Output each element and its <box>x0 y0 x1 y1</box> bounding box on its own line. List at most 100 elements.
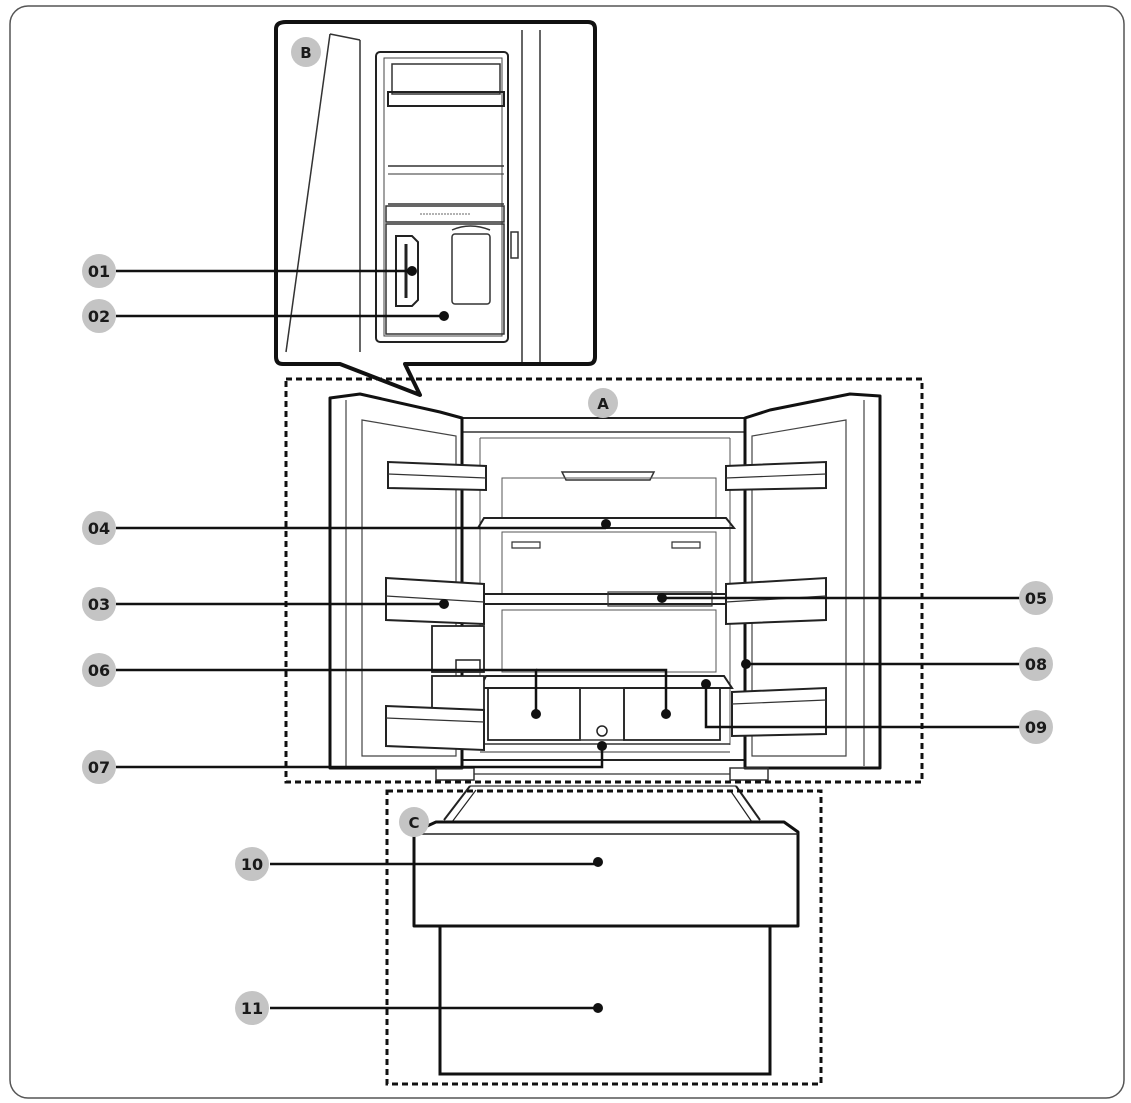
callout-01: 01 <box>82 254 116 288</box>
left-door-bin-middle <box>385 576 485 626</box>
callout-label: 11 <box>241 999 263 1018</box>
leader-dot <box>601 519 611 529</box>
callout-label: 04 <box>88 519 110 538</box>
callout-badge <box>1019 581 1053 615</box>
callout-badge <box>235 847 269 881</box>
leader-dot <box>741 659 751 669</box>
crisper-drawer-right <box>623 687 721 741</box>
leader-dot <box>407 266 417 276</box>
zone-label-c: C <box>408 814 419 832</box>
callout-07: 07 <box>82 750 116 784</box>
leader-dot <box>439 311 449 321</box>
callout-label: 06 <box>88 661 110 680</box>
zone-badge-circle <box>399 807 429 837</box>
inset-door-edge <box>285 33 331 353</box>
shelf-clip <box>511 541 541 549</box>
leader-dot <box>701 679 711 689</box>
right-door-bin-rim <box>731 699 827 705</box>
zone-badge-c: C <box>399 807 429 837</box>
inset-door-edge <box>329 33 361 41</box>
left-door-bottle-holder <box>431 625 485 673</box>
callout-badge <box>1019 710 1053 744</box>
leader-lines <box>116 269 1020 1010</box>
leader-line-09 <box>704 684 1020 729</box>
callout-label: 01 <box>88 262 110 281</box>
right-door-bin-middle <box>725 576 827 626</box>
zone-badge-circle <box>291 37 321 67</box>
callout-06: 06 <box>82 653 116 687</box>
back-panel-lower <box>501 609 717 673</box>
inset-bubble <box>274 20 597 397</box>
diagram-frame <box>9 5 1125 1099</box>
callout-08: 08 <box>1019 647 1053 681</box>
callout-09: 09 <box>1019 710 1053 744</box>
inset-door-panel <box>375 51 509 343</box>
callout-badge <box>82 750 116 784</box>
lower-freezer-drawer <box>438 924 772 1076</box>
callout-badge <box>82 653 116 687</box>
zone-c-box <box>385 789 823 1086</box>
callout-badge <box>1019 647 1053 681</box>
shelf-upper <box>476 517 737 529</box>
left-door-bin-rim <box>387 473 487 479</box>
callout-label: 02 <box>88 307 110 326</box>
right-door-bin-bottom <box>731 686 827 738</box>
callout-10: 10 <box>235 847 269 881</box>
callout-label: 05 <box>1025 589 1047 608</box>
inset-shelf-bar <box>385 205 505 223</box>
left-door-bin-rim <box>385 595 485 603</box>
fridge-base-left <box>435 767 475 781</box>
inset-dispenser-area <box>385 223 505 335</box>
callout-badge <box>235 991 269 1025</box>
upper-freezer-drawer <box>412 820 800 928</box>
left-door-bin-rim <box>385 717 485 723</box>
zone-label-a: A <box>597 395 609 413</box>
callout-05: 05 <box>1019 581 1053 615</box>
callout-badge <box>82 299 116 333</box>
inset-side-latch <box>510 231 519 259</box>
leader-dot <box>657 593 667 603</box>
callout-badge <box>82 511 116 545</box>
back-panel-middle <box>501 531 717 595</box>
callout-badge <box>82 254 116 288</box>
cabinet-outline <box>461 417 746 761</box>
inset-top-bin-lip <box>387 91 505 107</box>
refrigerator-body <box>328 392 882 781</box>
callout-04: 04 <box>82 511 116 545</box>
callout-label: 08 <box>1025 655 1047 674</box>
crisper-divider <box>579 687 625 741</box>
leader-dot <box>531 709 541 719</box>
zone-label-b: B <box>300 44 311 62</box>
callout-label: 07 <box>88 758 110 777</box>
right-door-bin-rim <box>725 473 827 479</box>
freezer-section <box>412 785 800 1076</box>
drawer-rail-right <box>729 789 753 823</box>
inset-water-tank <box>451 233 491 305</box>
drawer-rail-left <box>443 785 471 821</box>
ceiling-light <box>560 471 656 481</box>
zone-badge-b: B <box>291 37 321 67</box>
temperature-knob <box>596 725 608 737</box>
shelf-clip <box>671 541 701 549</box>
callout-02: 02 <box>82 299 116 333</box>
right-door <box>743 392 882 770</box>
callout-label: 09 <box>1025 718 1047 737</box>
leader-dots <box>407 266 751 1013</box>
detail-b-inset <box>274 20 597 397</box>
back-panel-upper <box>501 477 717 519</box>
callout-label: 10 <box>241 855 263 874</box>
callout-03: 03 <box>82 587 116 621</box>
fridge-base-right <box>729 767 769 781</box>
left-door-liner <box>361 419 457 757</box>
inset-top-bin <box>391 63 501 95</box>
left-door-bin-bottom <box>385 704 485 752</box>
right-door-liner <box>751 419 847 757</box>
drawer-rail-left <box>451 789 477 823</box>
callout-badge <box>82 587 116 621</box>
inset-dispenser-handle <box>395 235 419 307</box>
leader-dot <box>593 1003 603 1013</box>
callout-label: 03 <box>88 595 110 614</box>
leader-line-07 <box>116 746 604 769</box>
shelf-lower <box>478 675 734 689</box>
